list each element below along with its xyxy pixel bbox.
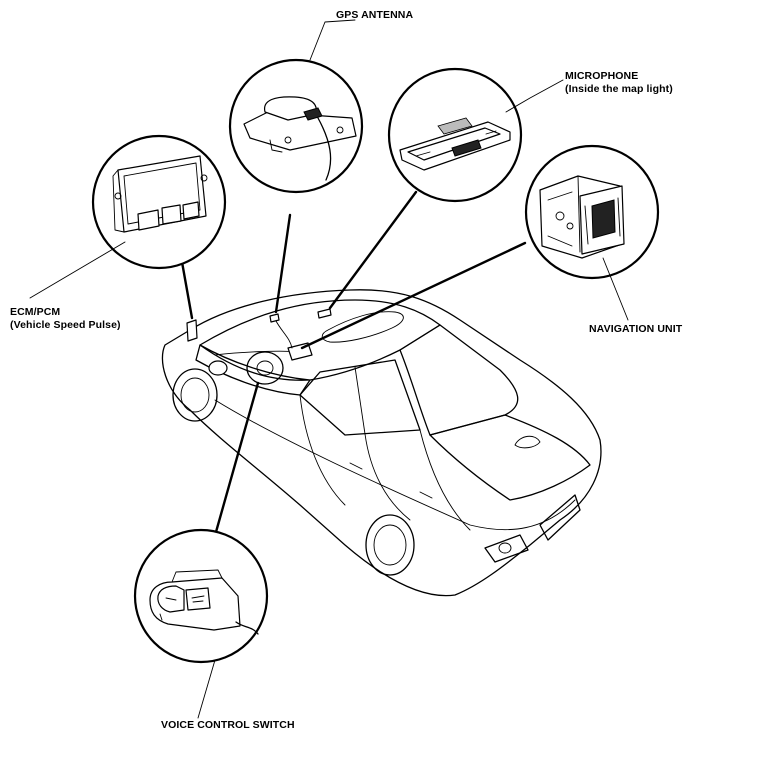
navigation-unit-label: NAVIGATION UNIT (589, 323, 683, 335)
navigation-unit-callout (524, 144, 660, 280)
microphone-callout (387, 67, 523, 203)
gps-antenna-callout (228, 58, 364, 194)
ecm-pcm-callout (91, 134, 227, 270)
leader-lines (180, 190, 527, 534)
ecm-pcm-note-label: (Vehicle Speed Pulse) (10, 319, 121, 331)
microphone-note-label: (Inside the map light) (565, 83, 673, 95)
gps-antenna-label: GPS ANTENNA (336, 9, 414, 21)
ecm-pcm-label: ECM/PCM (10, 306, 61, 318)
voice-control-switch-callout (133, 528, 269, 664)
car-illustration (161, 289, 602, 597)
label-pointers (29, 19, 629, 719)
microphone-label: MICROPHONE (565, 70, 639, 82)
voice-control-switch-label: VOICE CONTROL SWITCH (161, 719, 295, 731)
